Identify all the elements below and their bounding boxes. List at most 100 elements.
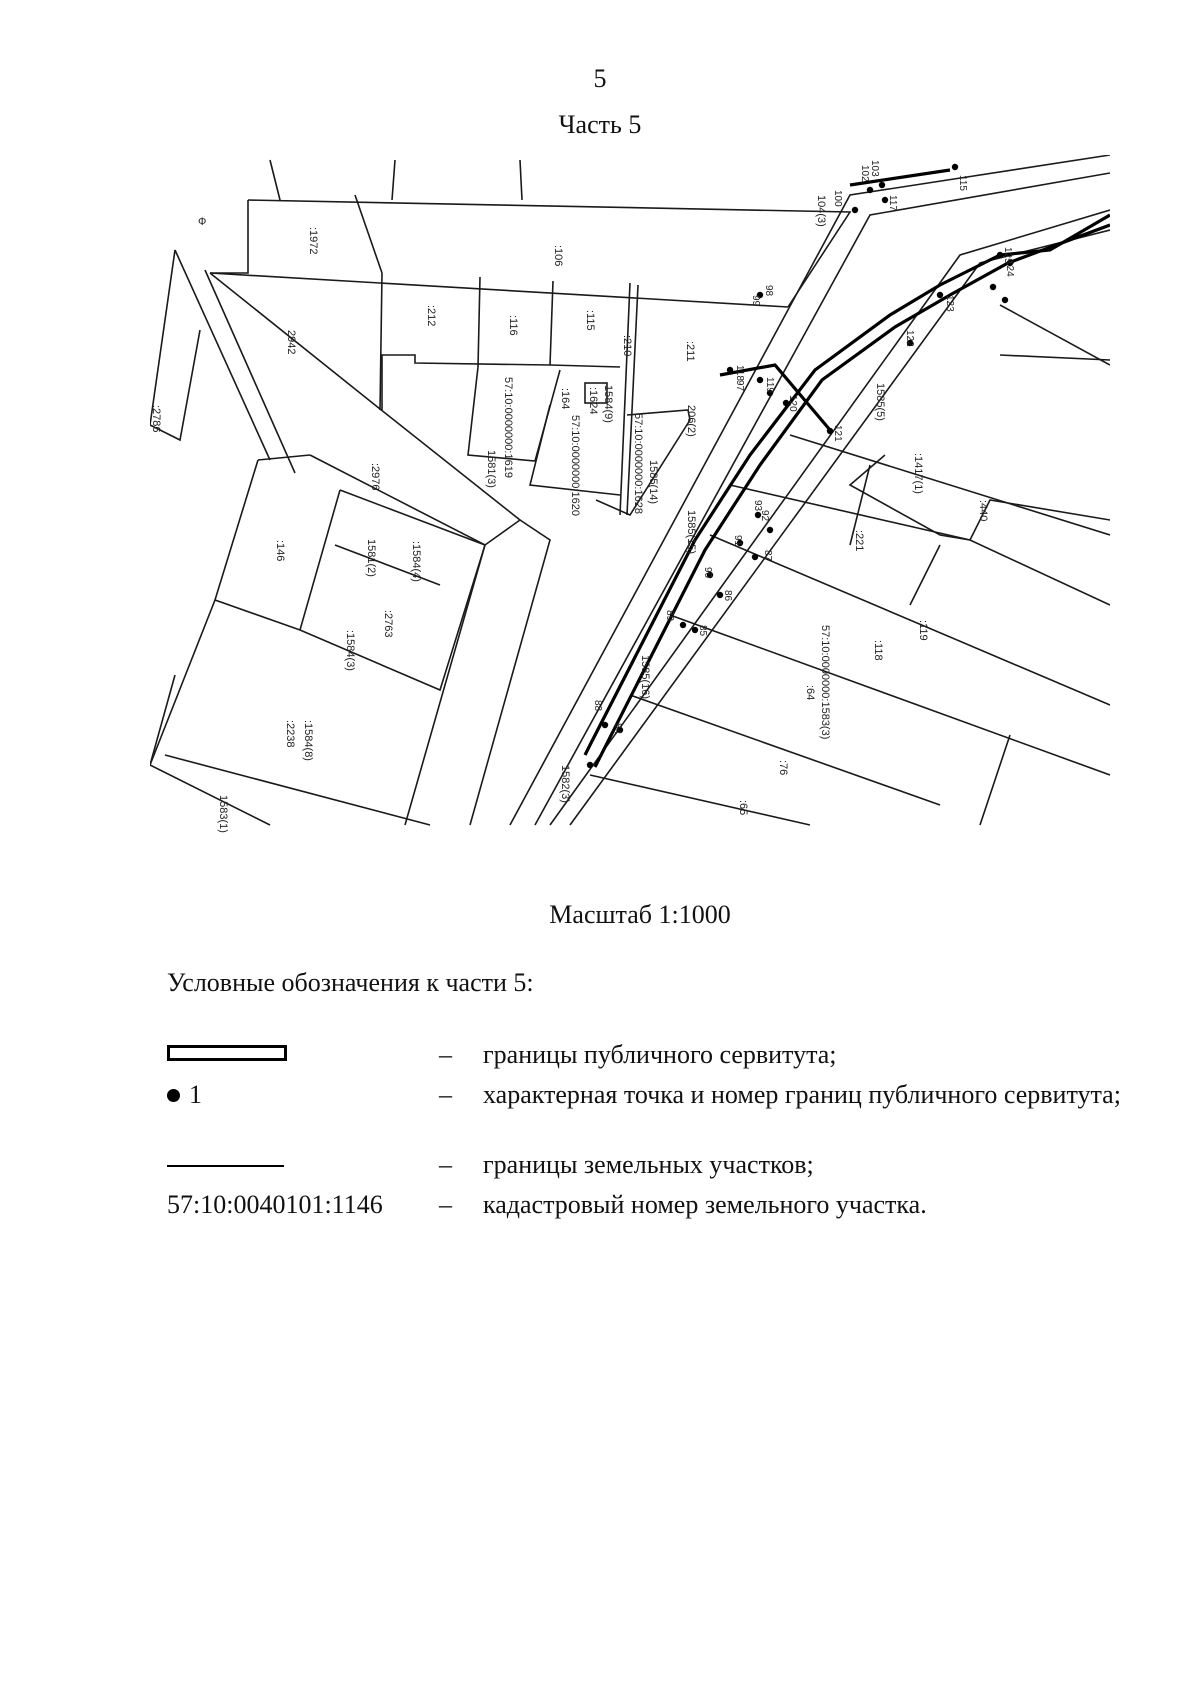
plot-labels: :1972 :106 :212 :116 :115 :210 :211 2942…: [150, 195, 989, 833]
point-label: 100: [832, 190, 843, 207]
plot-boundary: [334, 544, 441, 586]
plot-label: :65: [737, 800, 749, 815]
plot-boundary: [164, 754, 431, 826]
plot-label: 57:10:0000000:1583(3): [819, 625, 831, 739]
easement-points: [586, 163, 1014, 769]
plot-boundary: [595, 419, 691, 517]
point-label: 125: [1002, 247, 1013, 264]
plot-boundary: [269, 159, 281, 201]
point-label: 85: [697, 625, 708, 637]
plot-boundary-symbol: [167, 1165, 284, 1167]
legend-text: границы публичного сервитута;: [483, 1040, 837, 1069]
plot-boundary: [404, 544, 486, 826]
plot-label: :440: [977, 500, 989, 521]
plot-label: 1581(3): [485, 450, 497, 488]
point-label: 98: [763, 285, 774, 297]
plot-boundary: [150, 599, 271, 826]
point-label: 93: [752, 500, 763, 512]
map-scale: Масштаб 1:1000: [549, 900, 731, 929]
point-label: 121: [832, 425, 843, 442]
plot-label: :211: [684, 341, 696, 362]
plot-boundary: [150, 249, 201, 442]
plot-boundary: [969, 499, 1110, 541]
plot-boundary: [150, 674, 176, 766]
point-label: 124: [1004, 260, 1015, 277]
plot-label: :2976: [369, 463, 381, 491]
page-number: 5: [593, 64, 607, 93]
plot-boundary: [299, 489, 486, 692]
point-label: 86: [722, 590, 733, 602]
plot-boundary: [247, 199, 852, 308]
plot-boundary: [214, 459, 341, 632]
plot-boundary: [477, 276, 481, 368]
plot-boundary: [469, 519, 551, 826]
plot-boundary: [909, 544, 941, 606]
plot-label: :119: [917, 620, 929, 641]
plot-label: :1584(3): [344, 630, 356, 671]
point-label: 118: [734, 365, 745, 381]
point-label: 91: [732, 535, 743, 547]
plot-label: :1417(1): [912, 453, 924, 494]
point-label: 123: [944, 295, 955, 312]
plot-boundary: [549, 280, 554, 366]
point-labels: 100 102 103 115 117 97 98 99 118 119 120…: [592, 160, 1015, 735]
plot-label: :212: [425, 305, 437, 326]
plot-label: 1582(3): [559, 765, 571, 803]
plot-boundary: [209, 272, 789, 308]
plot-label: :221: [853, 530, 865, 551]
plot-label: 1584(9): [602, 385, 614, 423]
plot-label: 57:10:0000000:1619: [502, 377, 514, 478]
plot-label: 1581(2): [365, 539, 377, 577]
easement-boundary: [719, 363, 832, 432]
plot-boundary: [584, 382, 608, 404]
point-label: 97: [734, 380, 745, 392]
point-label: 92: [759, 510, 770, 522]
plot-boundary: [849, 464, 871, 546]
plot-label: :2786: [150, 405, 162, 433]
point-label: 99: [750, 295, 761, 307]
plot-label: 104(3): [815, 195, 827, 227]
legend-symbol: 57:10:0040101:1146: [167, 1188, 427, 1221]
plot-boundary: [381, 354, 621, 410]
plot-boundary: [709, 534, 1110, 706]
cadastral-number-sample: 57:10:0040101:1146: [167, 1190, 383, 1219]
point-label: 120: [787, 395, 798, 412]
point-dot-symbol: [167, 1089, 180, 1102]
cadastral-map: Ф: [150, 155, 1110, 833]
plot-label: :2238: [284, 720, 296, 748]
plot-label: 57:10:0000000:1628: [632, 413, 644, 514]
legend-dash: –: [439, 1080, 452, 1109]
legend-dash: –: [439, 1190, 452, 1219]
plot-label: :115: [584, 310, 596, 331]
plot-label: :64: [804, 685, 816, 700]
plot-boundary: [789, 434, 1110, 536]
plot-label: :1584(4): [410, 541, 422, 582]
plot-label: :164: [559, 388, 571, 409]
legend-text: кадастровый номер земельного участка.: [483, 1190, 927, 1219]
point-label: 102: [859, 165, 870, 182]
legend-text: границы земельных участков;: [483, 1150, 814, 1179]
plot-boundary: [589, 774, 811, 826]
plot-boundary: [619, 282, 631, 516]
plot-boundary: [379, 272, 383, 411]
plot-boundary: [257, 454, 311, 461]
plot-label: 1585(15): [685, 510, 697, 554]
plot-boundary: [626, 409, 691, 421]
easement-boundary: [593, 223, 1110, 768]
plot-boundary: [529, 404, 621, 496]
plot-label: :76: [777, 760, 789, 775]
plot-boundary: [354, 194, 383, 274]
plot-label: 1585(14): [647, 460, 659, 504]
plot-label: 1585(16): [639, 655, 651, 699]
point-label: 115: [957, 175, 968, 191]
plot-label: 57:10:0000000:1620: [569, 415, 581, 516]
legend-dash: –: [439, 1150, 452, 1179]
plot-boundary: [979, 734, 1011, 826]
plot-label: :1624: [587, 387, 599, 415]
road-edge: [204, 269, 296, 474]
road-edge: [569, 229, 1110, 826]
plot-label: 1583(1): [217, 795, 229, 833]
plot-boundary: [999, 354, 1110, 361]
legend-text: характерная точка и номер границ публичн…: [483, 1080, 1121, 1109]
road-edge: [174, 249, 271, 461]
